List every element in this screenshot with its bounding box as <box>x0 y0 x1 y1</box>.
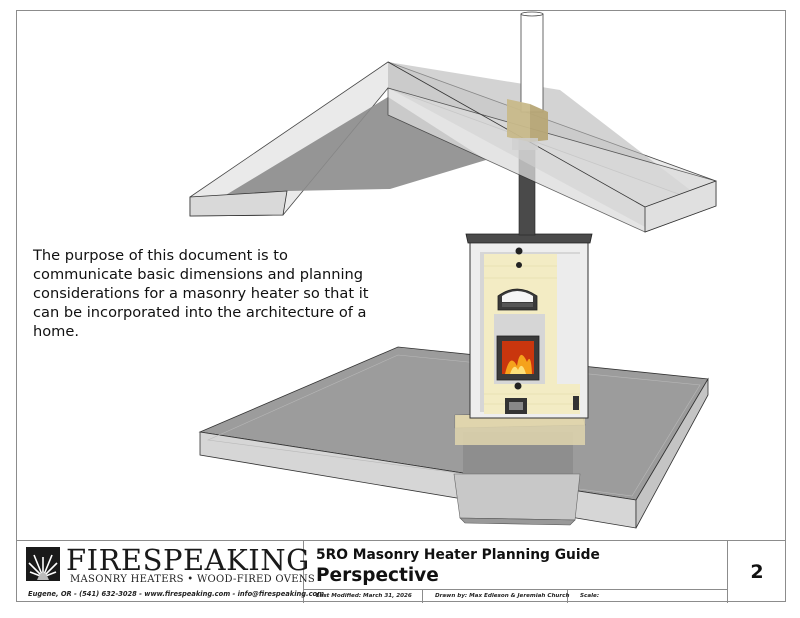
perspective-drawing <box>189 11 717 529</box>
title-block: FIRESPEAKING MASONRY HEATERS • WOOD-FIRE… <box>16 540 786 603</box>
firebox-door <box>496 335 540 381</box>
cleanout-door <box>573 396 579 410</box>
sheet-title-block: 5RO Masonry Heater Planning Guide Perspe… <box>304 541 727 589</box>
brand-name: FIRESPEAKING <box>66 543 310 577</box>
description-text: The purpose of this document is to commu… <box>33 247 369 340</box>
damper-knob <box>516 262 522 268</box>
roof <box>189 61 717 233</box>
last-modified: Last Modified: March 31, 2026 <box>304 590 423 603</box>
drawn-by: Drawn by: Max Edleson & Jeremiah Church <box>423 590 569 603</box>
drawing-frame <box>16 10 786 602</box>
damper-knob-top <box>515 247 523 255</box>
company-logo-block: FIRESPEAKING MASONRY HEATERS • WOOD-FIRE… <box>16 541 324 603</box>
floor-slab <box>198 346 709 529</box>
brand-tagline: MASONRY HEATERS • WOOD-FIRED OVENS <box>70 574 316 585</box>
firespeaking-logo-icon <box>26 547 60 581</box>
chimney <box>507 11 548 150</box>
sheet-info-row: Last Modified: March 31, 2026 Drawn by: … <box>304 589 727 603</box>
ash-door <box>505 398 527 414</box>
air-control-knob <box>514 382 522 390</box>
sheet-title: Perspective <box>316 565 439 586</box>
foundation <box>453 432 581 526</box>
page-number-block: 2 <box>727 541 786 603</box>
page-number: 2 <box>750 561 764 583</box>
scale: Scale: <box>580 593 600 599</box>
bake-oven-door <box>497 288 538 311</box>
contact-info: Eugene, OR - (541) 632-3028 - www.firesp… <box>28 590 325 598</box>
guide-title: 5RO Masonry Heater Planning Guide <box>316 547 600 563</box>
masonry-heater <box>465 233 593 419</box>
